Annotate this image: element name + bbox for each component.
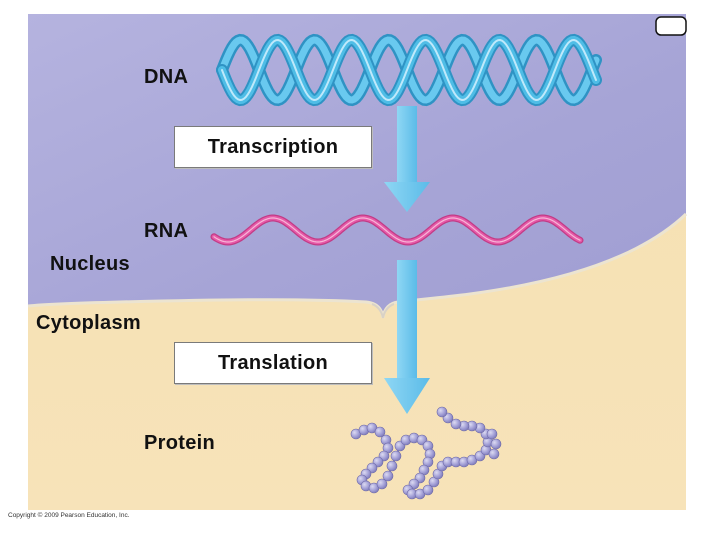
translation-label: Translation xyxy=(218,351,328,374)
dna-helix xyxy=(216,33,602,107)
amino-acid-bead xyxy=(422,484,434,496)
nuclear-pore xyxy=(371,303,395,319)
amino-acid-bead xyxy=(436,406,448,418)
rna-strand-shine xyxy=(213,217,581,243)
dna-strand-shine xyxy=(221,38,597,102)
translation-arrow xyxy=(384,260,430,414)
rna-label: RNA xyxy=(144,220,189,242)
amino-acid-bead xyxy=(382,470,394,482)
dna-label: DNA xyxy=(144,66,189,88)
protein-label: Protein xyxy=(144,432,215,454)
amino-acid-bead xyxy=(374,426,386,438)
amino-acid-bead xyxy=(450,418,462,430)
transcription-arrow xyxy=(384,106,430,212)
cytoplasm-label: Cytoplasm xyxy=(36,312,141,334)
nucleus-label: Nucleus xyxy=(50,253,130,275)
corner-icon xyxy=(655,16,687,36)
transcription-label: Transcription xyxy=(207,135,339,158)
amino-acid-bead xyxy=(386,460,398,472)
amino-acid-bead xyxy=(390,450,402,462)
copyright-notice: Copyright © 2009 Pearson Education, Inc. xyxy=(8,512,130,519)
amino-acid-bead xyxy=(486,428,498,440)
transcription-box: Transcription xyxy=(174,126,372,168)
translation-box: Translation xyxy=(174,342,372,384)
amino-acid-bead xyxy=(490,438,502,450)
protein-chain xyxy=(350,406,502,500)
amino-acid-bead xyxy=(376,478,388,490)
rna-strand xyxy=(210,214,584,246)
amino-acid-bead xyxy=(488,448,500,460)
